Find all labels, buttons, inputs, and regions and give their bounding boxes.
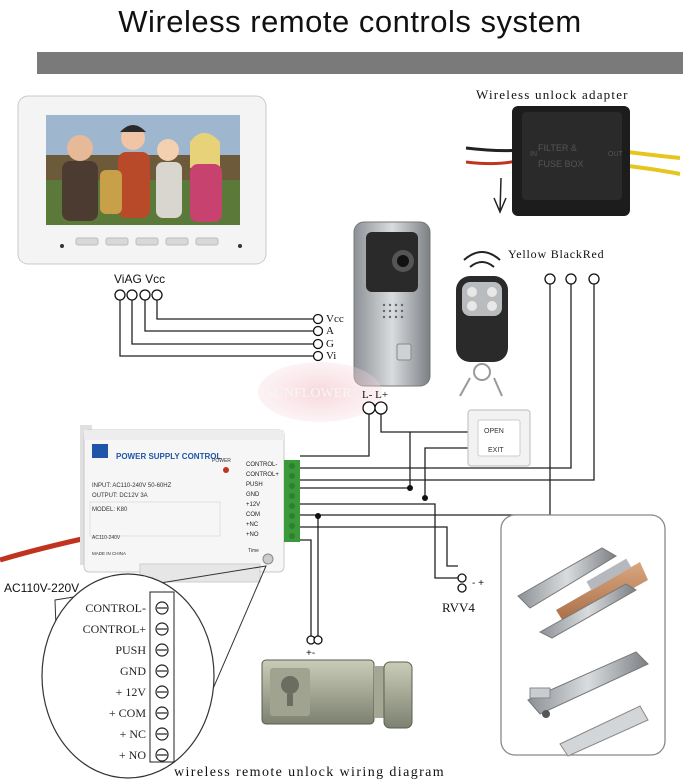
zoom-terminal-label: PUSH	[115, 643, 146, 657]
psu-brand: POWER SUPPLY CONTROL	[116, 452, 221, 461]
wire-color-label: Yellow BlackRed	[508, 247, 604, 261]
psu-terminal-label: CONTROL-	[246, 462, 277, 468]
exit-top: OPEN	[484, 428, 504, 435]
adapter-label: Wireless unlock adapter	[476, 87, 629, 102]
psu-power-led: POWER	[212, 458, 231, 464]
adapter-line2: FUSE BOX	[538, 159, 584, 169]
adapter-out: OUT	[608, 151, 624, 158]
adapter-terminals	[544, 273, 600, 285]
indoor-monitor	[17, 95, 267, 265]
title-bar	[37, 52, 683, 74]
exit-bottom: EXIT	[488, 447, 504, 454]
zoom-terminal-label: + NO	[119, 748, 146, 762]
adapter-line1: FILTER &	[538, 143, 577, 153]
camera-terminals	[312, 313, 324, 362]
lock-terminals	[306, 635, 323, 645]
camera-terminal-label: Vi	[326, 350, 336, 362]
psu-time: Time	[248, 548, 259, 554]
rvv4-pins: - +	[472, 578, 484, 589]
rvv4-label: RVV4	[442, 600, 475, 615]
psu-terminal-label: CONTROL+	[246, 472, 279, 478]
electric-lock	[261, 659, 413, 729]
zoom-terminal-label: CONTROL+	[83, 622, 147, 636]
psu-model: MODEL: K80	[92, 507, 128, 513]
camera-lock-terminals	[362, 401, 388, 415]
magnetic-lock	[517, 547, 648, 639]
zoom-callout	[41, 565, 267, 779]
psu-terminal-label: COM	[246, 512, 260, 518]
diagram-caption: wireless remote unlock wiring diagram	[174, 765, 445, 780]
psu-output: OUTPUT: DC12V 3A	[92, 493, 148, 499]
exit-button	[467, 409, 531, 467]
psu-terminal-label: +NC	[246, 522, 259, 528]
diagram-title: Wireless remote controls system	[118, 4, 582, 39]
psu-terminal-label: +NO	[246, 532, 259, 538]
psu-terminal-label: PUSH	[246, 482, 263, 488]
bolt-lock	[527, 651, 649, 757]
power-supply	[80, 425, 300, 583]
zoom-terminal-label: + COM	[109, 706, 146, 720]
adapter-in: IN	[530, 151, 537, 158]
camera-terminal-label: A	[326, 325, 334, 337]
camera-lock-label: L- L+	[362, 389, 388, 401]
remote-fob	[456, 251, 508, 397]
watermark-text: SUNFLOWER	[266, 386, 352, 401]
camera-terminal-label: Vcc	[326, 313, 344, 325]
psu-ac-label: AC110-240V	[92, 535, 121, 541]
zoom-terminal-label: + NC	[120, 727, 146, 741]
monitor-terminals	[114, 289, 163, 301]
monitor-buttons	[75, 237, 219, 246]
psu-terminal-label: GND	[246, 492, 260, 498]
adapter-box	[465, 106, 681, 216]
junction-dots	[315, 485, 428, 519]
zoom-terminal-label: + 12V	[116, 685, 147, 699]
rvv4-terminals	[457, 573, 467, 593]
watermark-oval	[258, 362, 382, 422]
psu-terminal-label: +12V	[246, 502, 260, 508]
door-camera	[353, 221, 431, 387]
psu-made-in: MADE IN CHINA	[92, 551, 126, 556]
zoom-terminal-label: CONTROL-	[85, 601, 146, 615]
camera-terminal-label: G	[326, 338, 334, 350]
family-photo	[62, 125, 222, 222]
wires	[119, 282, 595, 636]
monitor-terminal-label: ViAG Vcc	[114, 272, 165, 286]
mains-label: AC110V-220V	[4, 581, 79, 595]
lock-pins: +-	[306, 648, 315, 659]
locks-photo-panel	[500, 514, 666, 757]
zoom-terminal-label: GND	[120, 664, 146, 678]
psu-input: INPUT: AC110-240V 50-60HZ	[92, 483, 172, 489]
